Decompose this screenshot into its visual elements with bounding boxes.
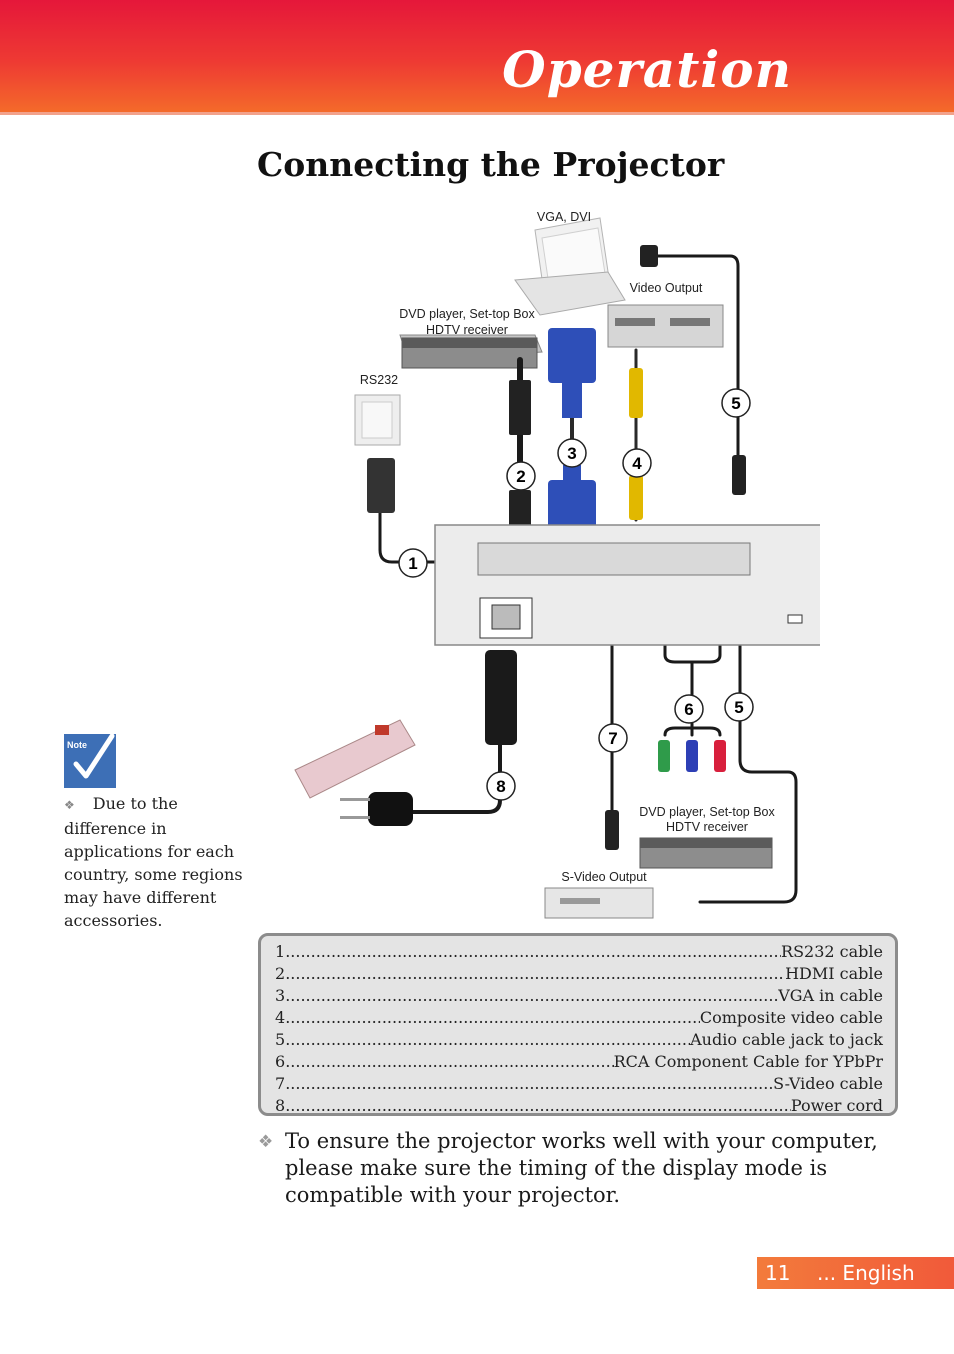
- label-video-output: Video Output: [630, 281, 703, 295]
- label-dvd-top-line2: HDTV receiver: [426, 323, 508, 337]
- svg-text:4: 4: [632, 454, 642, 473]
- svg-text:7: 7: [608, 729, 617, 748]
- callout-1: 1: [398, 548, 428, 578]
- leader-dots: [285, 1029, 690, 1051]
- label-dvd-bottom-line1: DVD player, Set-top Box: [639, 805, 775, 819]
- laptop-image: [514, 217, 626, 316]
- leader-dots: [285, 1095, 791, 1117]
- note-badge-text: Note: [67, 740, 87, 750]
- power-plug-image: [340, 792, 413, 826]
- legend-name: RCA Component Cable for YPbPr: [613, 1052, 883, 1071]
- legend-name: S-Video cable: [773, 1074, 883, 1093]
- page-title: Connecting the Projector: [257, 145, 725, 184]
- legend-row: 4 Composite video cable: [275, 1007, 883, 1029]
- leader-dots: [285, 1051, 613, 1073]
- svg-text:1: 1: [408, 554, 417, 573]
- rs232-device-image: [354, 394, 401, 446]
- callout-2: 2: [506, 461, 536, 491]
- legend-num: 6: [275, 1052, 286, 1071]
- language-label: ... English: [817, 1261, 915, 1285]
- connection-diagram: VGA, DVI Video Output DVD player, Set-to…: [280, 200, 820, 925]
- note-body: Due to the difference in applications fo…: [64, 794, 243, 930]
- legend-row: 7 S-Video cable: [275, 1073, 883, 1095]
- svg-text:6: 6: [684, 700, 693, 719]
- legend-num: 8: [275, 1096, 286, 1115]
- footer-tab: 11 ... English: [757, 1257, 954, 1289]
- svg-text:5: 5: [731, 394, 740, 413]
- label-dvd-bottom-line2: HDTV receiver: [666, 820, 748, 834]
- leader-dots: [285, 1073, 773, 1095]
- video-output-device-image: [607, 304, 724, 348]
- callout-7: 7: [598, 723, 628, 753]
- legend-row: 6 RCA Component Cable for YPbPr: [275, 1051, 883, 1073]
- legend-row: 3 VGA in cable: [275, 985, 883, 1007]
- page-number: 11: [765, 1261, 791, 1285]
- legend-name: HDMI cable: [785, 964, 883, 983]
- tip-text: To ensure the projector works well with …: [285, 1129, 878, 1207]
- note-bullet-icon: ❖: [64, 798, 75, 812]
- svg-text:2: 2: [516, 467, 525, 486]
- leader-dots: [285, 963, 785, 985]
- note-text: ❖Due to the difference in applications f…: [64, 792, 249, 932]
- leader-dots: [285, 1007, 700, 1029]
- legend-name: VGA in cable: [778, 986, 883, 1005]
- legend-num: 1: [275, 942, 286, 961]
- legend-row: 8 Power cord: [275, 1095, 883, 1117]
- legend-row: 1 RS232 cable: [275, 941, 883, 963]
- tip-bullet-icon: ❖: [258, 1132, 274, 1152]
- legend-num: 7: [275, 1074, 286, 1093]
- legend-row: 2 HDMI cable: [275, 963, 883, 985]
- section-title: Operation: [502, 40, 792, 99]
- leader-dots: [285, 941, 781, 963]
- callout-5a: 5: [721, 388, 751, 418]
- tip-paragraph: ❖ To ensure the projector works well wit…: [258, 1128, 878, 1209]
- leader-dots: [285, 985, 778, 1007]
- legend-name: RS232 cable: [781, 942, 883, 961]
- label-svideo-output: S-Video Output: [561, 870, 647, 884]
- svideo-device-image: [544, 887, 654, 919]
- legend-name: Composite video cable: [699, 1008, 883, 1027]
- svg-text:3: 3: [567, 444, 576, 463]
- legend-row: 5 Audio cable jack to jack: [275, 1029, 883, 1051]
- power-strip-image: [294, 719, 416, 799]
- legend-num: 2: [275, 964, 286, 983]
- callout-5b: 5: [724, 692, 754, 722]
- cable-legend: 1 RS232 cable 2 HDMI cable 3 VGA in cable 4…: [258, 933, 898, 1116]
- note-icon: Note: [64, 732, 118, 788]
- svg-text:5: 5: [734, 698, 743, 717]
- label-vga-dvi: VGA, DVI: [537, 210, 591, 224]
- header-rule: [0, 112, 954, 115]
- legend-name: Audio cable jack to jack: [690, 1030, 883, 1049]
- header-banner: Operation: [0, 0, 954, 112]
- legend-num: 5: [275, 1030, 286, 1049]
- svg-text:8: 8: [496, 777, 505, 796]
- projector-image: [434, 524, 820, 646]
- callout-3: 3: [557, 438, 587, 468]
- dvd-player-top-image: [399, 334, 543, 369]
- callout-8: 8: [486, 771, 516, 801]
- legend-num: 4: [275, 1008, 286, 1027]
- label-dvd-top-line1: DVD player, Set-top Box: [399, 307, 535, 321]
- label-rs232: RS232: [360, 373, 398, 387]
- callout-4: 4: [622, 448, 652, 478]
- callout-6: 6: [674, 694, 704, 724]
- legend-name: Power cord: [790, 1096, 883, 1115]
- dvd-player-bottom-image: [639, 837, 773, 869]
- legend-num: 3: [275, 986, 286, 1005]
